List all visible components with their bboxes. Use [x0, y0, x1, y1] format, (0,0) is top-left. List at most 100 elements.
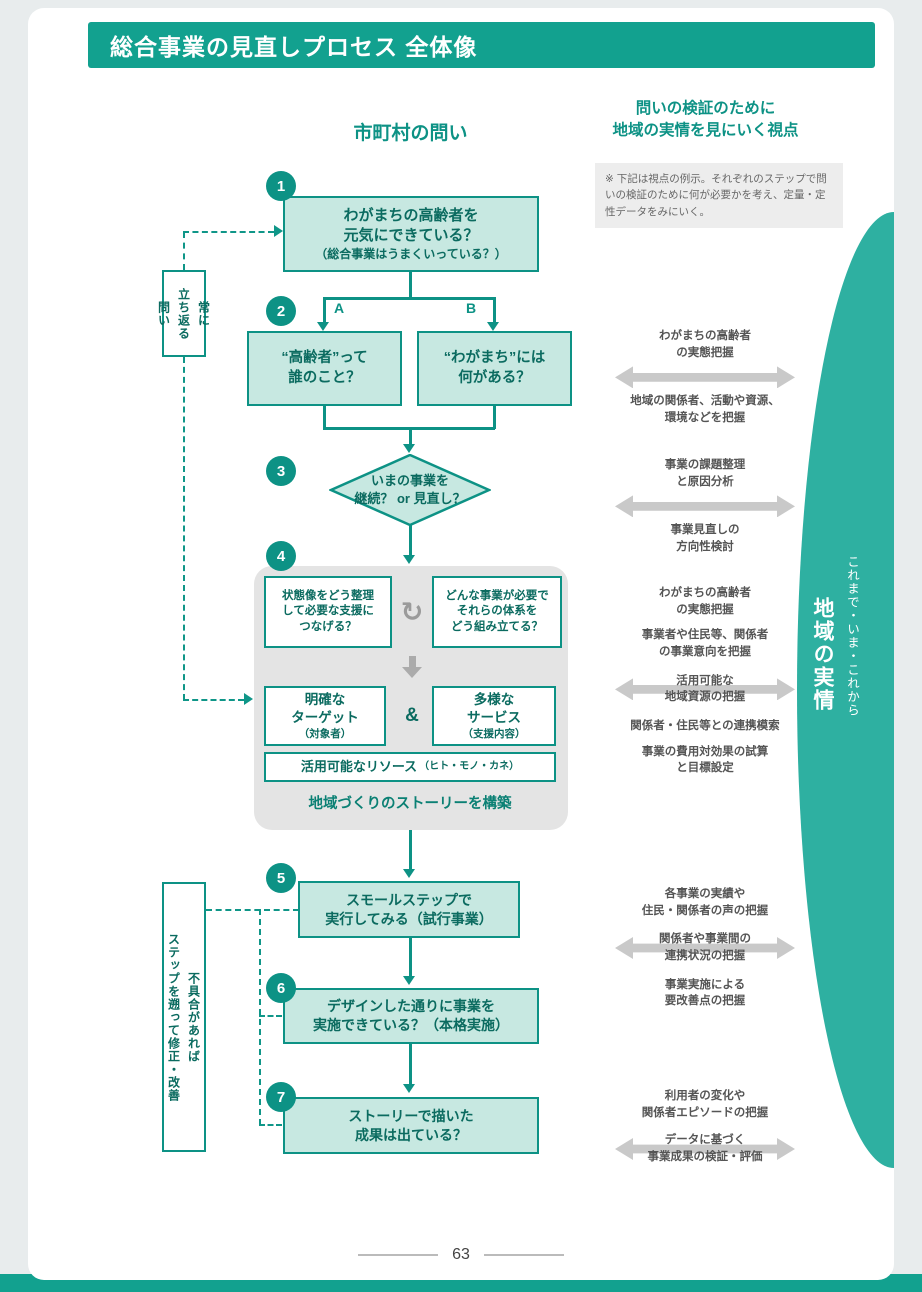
target-box: 明確な ターゲット （対象者） — [264, 686, 386, 746]
page-footer: 63 — [311, 1246, 611, 1264]
double-arrow-icon — [615, 366, 795, 389]
ribbon-subtitle: これまで・いま・これから — [845, 555, 859, 717]
viewpoint-text: 事業見直しの 方向性検討 — [670, 524, 740, 554]
branch-label-a: A — [334, 300, 345, 316]
column-title-viewpoints-line1: 問いの検証のために — [635, 100, 776, 117]
ribbon-title: 地域の実情 — [811, 596, 834, 712]
step4-right-question-box: どんな事業が必要で それらの体系を どう組み立てる？ — [432, 576, 562, 648]
step1-question-box: わがまちの高齢者を 元気にできている？ （総合事業はうまくいっている？） — [283, 196, 539, 272]
step3-line2: 継続？ or 見直し？ — [354, 491, 466, 506]
step4-right-line3: どう組み立てる？ — [451, 620, 543, 633]
footer-rule-right — [483, 1254, 564, 1256]
feedback-note-line1: 不具合があれば — [186, 971, 201, 1063]
viewpoint-text: 活用可能な 地域資源の把握 — [664, 674, 746, 704]
viewpoint-group-5: 利用者の変化や 関係者エピソードの把握 データに基づく 事業成果の検証・評価 — [600, 1088, 810, 1169]
step-number-1: 1 — [266, 171, 296, 201]
step2-box-a-line2: 誰のこと？ — [288, 369, 361, 386]
dashed-connector — [259, 909, 261, 1125]
service-line2: サービス — [467, 709, 521, 725]
column-title-viewpoints-line2: 地域の実情を見にいく視点 — [612, 122, 799, 140]
dashed-arrowhead — [244, 693, 253, 705]
target-sub: （対象者） — [298, 728, 352, 741]
down-arrow-icon — [409, 656, 416, 668]
flow-connector — [409, 427, 412, 445]
viewpoint-text: 事業の費用対効果の試算 と目標設定 — [641, 745, 769, 775]
flow-connector — [409, 272, 412, 300]
step6-box: デザインした通りに事業を 実施できている？（本格実施） — [283, 988, 539, 1044]
step4-left-line1: 状態像をどう整理 — [282, 589, 374, 602]
viewpoint-text: 関係者や事業間の 連携状況の把握 — [659, 933, 751, 963]
flow-arrowhead — [487, 322, 499, 331]
resource-sub: （ヒト・モノ・カネ） — [419, 761, 520, 773]
dashed-connector — [259, 1015, 282, 1017]
page-header-bar: 総合事業の見直しプロセス 全体像 — [88, 22, 875, 68]
flow-arrowhead — [403, 869, 415, 878]
viewpoint-text: 関係者・住民等との連携模索 — [630, 720, 780, 733]
page-number: 63 — [452, 1246, 470, 1263]
ampersand-label: & — [405, 705, 419, 726]
step4-left-question-box: 状態像をどう整理 して必要な支援に つなげる？ — [264, 576, 392, 648]
step1-line2: 元気にできている？ — [343, 226, 479, 244]
step3-line1: いまの事業を — [370, 472, 449, 488]
step5-line1: スモールステップで — [346, 891, 472, 908]
viewpoint-text: わがまちの高齢者 の実態把握 — [659, 330, 751, 359]
step6-line1: デザインした通りに事業を — [327, 998, 495, 1015]
double-arrow-icon — [615, 495, 795, 518]
viewpoints-note: ※ 下記は視点の例示。それぞれのステップで問いの検証のために何が必要かを考え、定… — [595, 163, 843, 228]
branch-label-b: B — [466, 300, 477, 316]
resource-main: 活用可能なリソース — [300, 759, 418, 775]
step5-box: スモールステップで 実行してみる（試行事業） — [298, 881, 520, 938]
viewpoint-text: データに基づく 事業成果の検証・評価 — [647, 1134, 763, 1164]
step2-box-b-line2: 何がある？ — [458, 369, 531, 386]
service-line1: 多様な — [473, 691, 515, 707]
page-title: 総合事業の見直しプロセス 全体像 — [110, 34, 478, 60]
step-number-6: 6 — [266, 973, 296, 1003]
viewpoint-text: 利用者の変化や 関係者エピソードの把握 — [641, 1090, 769, 1119]
step2-box-b-line1: “わがまち”には — [443, 349, 546, 366]
dashed-connector — [183, 232, 185, 270]
step2-box-b: “わがまち”には 何がある？ — [417, 331, 572, 406]
service-sub: （支援内容） — [462, 728, 526, 741]
down-arrow-icon — [402, 667, 422, 678]
viewpoint-text-with-arrow: 活用可能な 地域資源の把握 — [615, 670, 795, 709]
step5-line2: 実行してみる（試行事業） — [325, 910, 493, 927]
flow-connector — [409, 1044, 412, 1085]
step1-line1: わがまちの高齢者を — [343, 206, 479, 224]
flow-arrowhead — [403, 1084, 415, 1093]
viewpoint-text: 地域の関係者、活動や資源、 環境などを把握 — [630, 395, 780, 425]
viewpoint-group-3: わがまちの高齢者 の実態把握 事業者や住民等、関係者 の事業意向を把握 活用可能… — [595, 585, 815, 777]
viewpoint-text: 事業の課題整理 と原因分析 — [664, 459, 746, 488]
column-title-municipal-questions: 市町村の問い — [353, 123, 468, 144]
viewpoint-group-2: 事業の課題整理 と原因分析 事業見直しの 方向性検討 — [605, 457, 805, 556]
step-number-4: 4 — [266, 541, 296, 571]
step7-line2: 成果は出ている？ — [355, 1126, 467, 1143]
service-box: 多様な サービス （支援内容） — [432, 686, 556, 746]
step4-left-line2: して必要な支援に — [282, 605, 374, 618]
dashed-arrowhead — [274, 225, 283, 237]
step2-box-a-line1: “高齢者”って — [281, 349, 368, 366]
viewpoint-text: 事業実施による 要改善点の把握 — [664, 978, 746, 1008]
step4-left-line3: つなげる？ — [299, 620, 357, 633]
step1-subline: （総合事業はうまくいっている？） — [315, 247, 507, 262]
step-number-5: 5 — [266, 863, 296, 893]
step-number-7: 7 — [266, 1082, 296, 1112]
step-number-2: 2 — [266, 296, 296, 326]
target-line1: 明確な — [304, 691, 346, 707]
resource-box: 活用可能なリソース （ヒト・モノ・カネ） — [264, 752, 556, 782]
flow-connector — [493, 406, 496, 429]
cycle-arrows-icon: ↻ — [400, 596, 424, 627]
flow-connector — [323, 406, 326, 429]
decision-diamond — [329, 454, 491, 526]
flow-arrowhead — [317, 322, 329, 331]
viewpoint-text: わがまちの高齢者 の実態把握 — [659, 587, 751, 616]
decision-diamond-text: いまの事業を 継続？ or 見直し？ — [329, 454, 491, 526]
loop-note-box: 常に 立ち返る 問い — [157, 270, 211, 357]
flow-connector — [409, 525, 412, 556]
feedback-note-box: 不具合があれば ステップを遡って修正・改善 — [162, 882, 206, 1152]
viewpoint-group-4: 各事業の実績や 住民・関係者の声の把握 関係者や事業間の 連携状況の把握 事業実… — [600, 886, 810, 1010]
loop-note-line1: 常に — [196, 300, 211, 327]
step7-line1: ストーリーで描いた — [348, 1107, 474, 1124]
flow-arrowhead — [403, 976, 415, 985]
viewpoint-text-with-arrow: 関係者や事業間の 連携状況の把握 — [615, 928, 795, 967]
flow-arrowhead — [403, 444, 415, 453]
